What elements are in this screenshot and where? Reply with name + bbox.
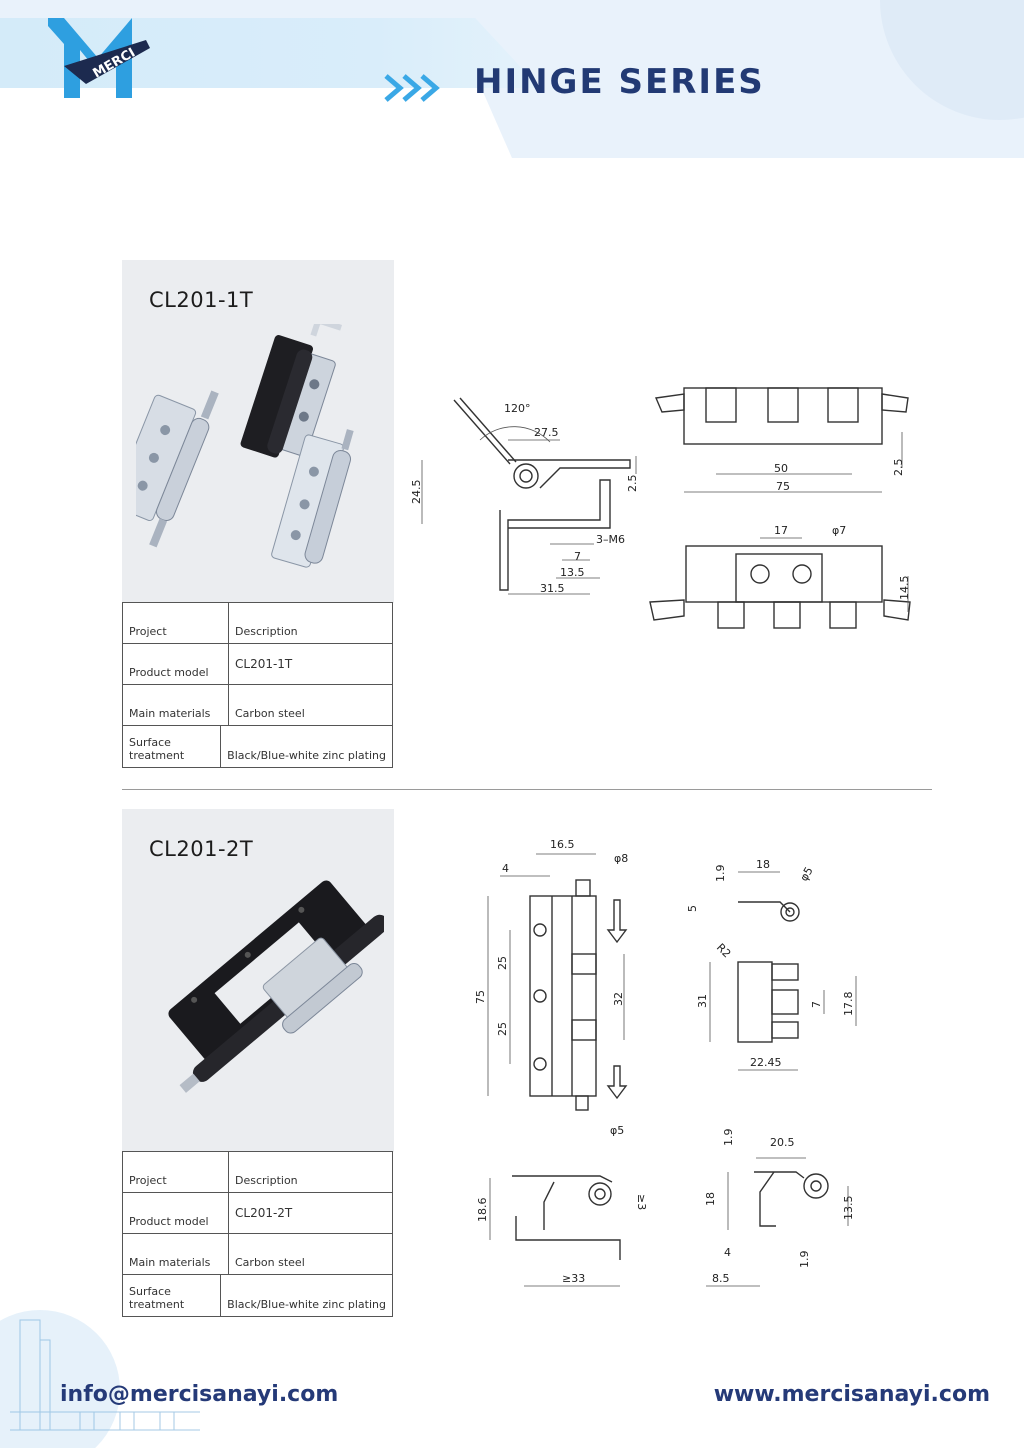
spec-value: Description [235,1174,298,1187]
spec-label: Main materials [123,1234,229,1274]
dim-label: 4 [502,862,509,875]
spec-value: Description [235,625,298,638]
spec-label: Surface treatment [123,726,222,767]
section-divider [122,789,932,790]
spec-value: Black/Blue-white zinc plating [227,749,386,762]
spec-value: Carbon steel [235,707,305,720]
dim-label: 18 [756,858,770,871]
dim-label: 25 [496,1022,509,1036]
spec-value: Black/Blue-white zinc plating [227,1298,386,1311]
dim-label: φ8 [614,852,628,865]
spec-label: Product model [123,644,229,684]
dim-label: φ5 [610,1124,624,1137]
dim-label: 18.6 [476,1198,489,1223]
spec-label: Project [123,1152,229,1192]
spec-label: Product model [123,1193,229,1233]
dim-label: 2.5 [892,459,905,477]
dim-label: 50 [774,462,788,475]
dim-label: 8.5 [712,1272,730,1285]
spec-row: Main materials Carbon steel [123,685,392,726]
dim-label: 1.9 [798,1251,811,1269]
dim-label: 22.45 [750,1056,782,1069]
technical-drawing-2: 16.5 4 φ8 75 25 25 32 φ5 18 1.9 φ5 5 R2 … [474,838,857,1287]
technical-drawing-1: 120° 27.5 24.5 2.5 3–M6 7 13.5 31.5 50 7… [410,387,911,629]
spec-row: Project Description [123,1152,392,1193]
dim-label: φ5 [797,865,815,884]
brand-logo: MERCI [48,18,150,98]
spec-label: Surface treatment [123,1275,222,1316]
spec-row: Product model CL201-2T [123,1193,392,1234]
product-title: CL201-1T [149,288,254,312]
dim-label: ≥3 [635,1194,648,1210]
spec-table-2: Project Description Product model CL201-… [122,1151,393,1317]
dim-label: 25 [496,956,509,970]
page-title: HINGE SERIES [474,62,765,102]
dim-label: 4 [724,1246,731,1259]
product-card-1: CL201-1T [122,260,394,603]
dim-label: 5 [686,905,699,912]
dim-label: 31.5 [540,582,565,595]
dim-label: 24.5 [410,480,423,505]
product-title: CL201-2T [149,837,254,861]
spec-row: Main materials Carbon steel [123,1234,392,1275]
dim-label: 1.9 [722,1129,735,1147]
product-card-2: CL201-2T [122,809,394,1152]
dim-label: 17 [774,524,788,537]
dim-label: 31 [696,994,709,1008]
spec-table-1: Project Description Product model CL201-… [122,602,393,768]
dim-label: 32 [612,992,625,1006]
footer-website-link[interactable]: www.mercisanayi.com [713,1382,990,1407]
spec-value: CL201-2T [235,1206,293,1220]
dim-label: 18 [704,1192,717,1206]
dim-label: 13.5 [560,566,585,579]
hinge-photo-1 [136,324,354,568]
dim-label: 17.8 [842,992,855,1017]
spec-row: Project Description [123,603,392,644]
dim-label: 120° [504,402,531,415]
dim-label: ≥33 [562,1272,585,1285]
spec-row: Surface treatment Black/Blue-white zinc … [123,726,392,767]
header-white-cut [0,88,512,158]
dim-label: 1.9 [714,865,727,883]
header-band [0,0,1024,158]
spec-value: Carbon steel [235,1256,305,1269]
dim-label: φ7 [832,524,846,537]
spec-value: CL201-1T [235,657,293,671]
spec-row: Product model CL201-1T [123,644,392,685]
hinge-photo-2 [168,880,384,1093]
dim-label: 7 [810,1001,823,1008]
spec-label: Main materials [123,685,229,725]
dim-label: 13.5 [842,1196,855,1221]
dim-label: 16.5 [550,838,575,851]
footer-email-link[interactable]: info@mercisanayi.com [60,1382,339,1407]
spec-label: Project [123,603,229,643]
dim-label: 75 [776,480,790,493]
dim-label: 3–M6 [596,533,625,546]
footer-blueprint-decoration [0,1310,200,1448]
dim-label: 27.5 [534,426,559,439]
dim-label: 14.5 [898,576,911,601]
dim-label: 75 [474,990,487,1004]
chevrons-icon [384,74,440,102]
dim-label: R2 [714,941,734,961]
dim-label: 7 [574,550,581,563]
dim-label: 20.5 [770,1136,795,1149]
spec-row: Surface treatment Black/Blue-white zinc … [123,1275,392,1316]
dim-label: 2.5 [626,475,639,493]
